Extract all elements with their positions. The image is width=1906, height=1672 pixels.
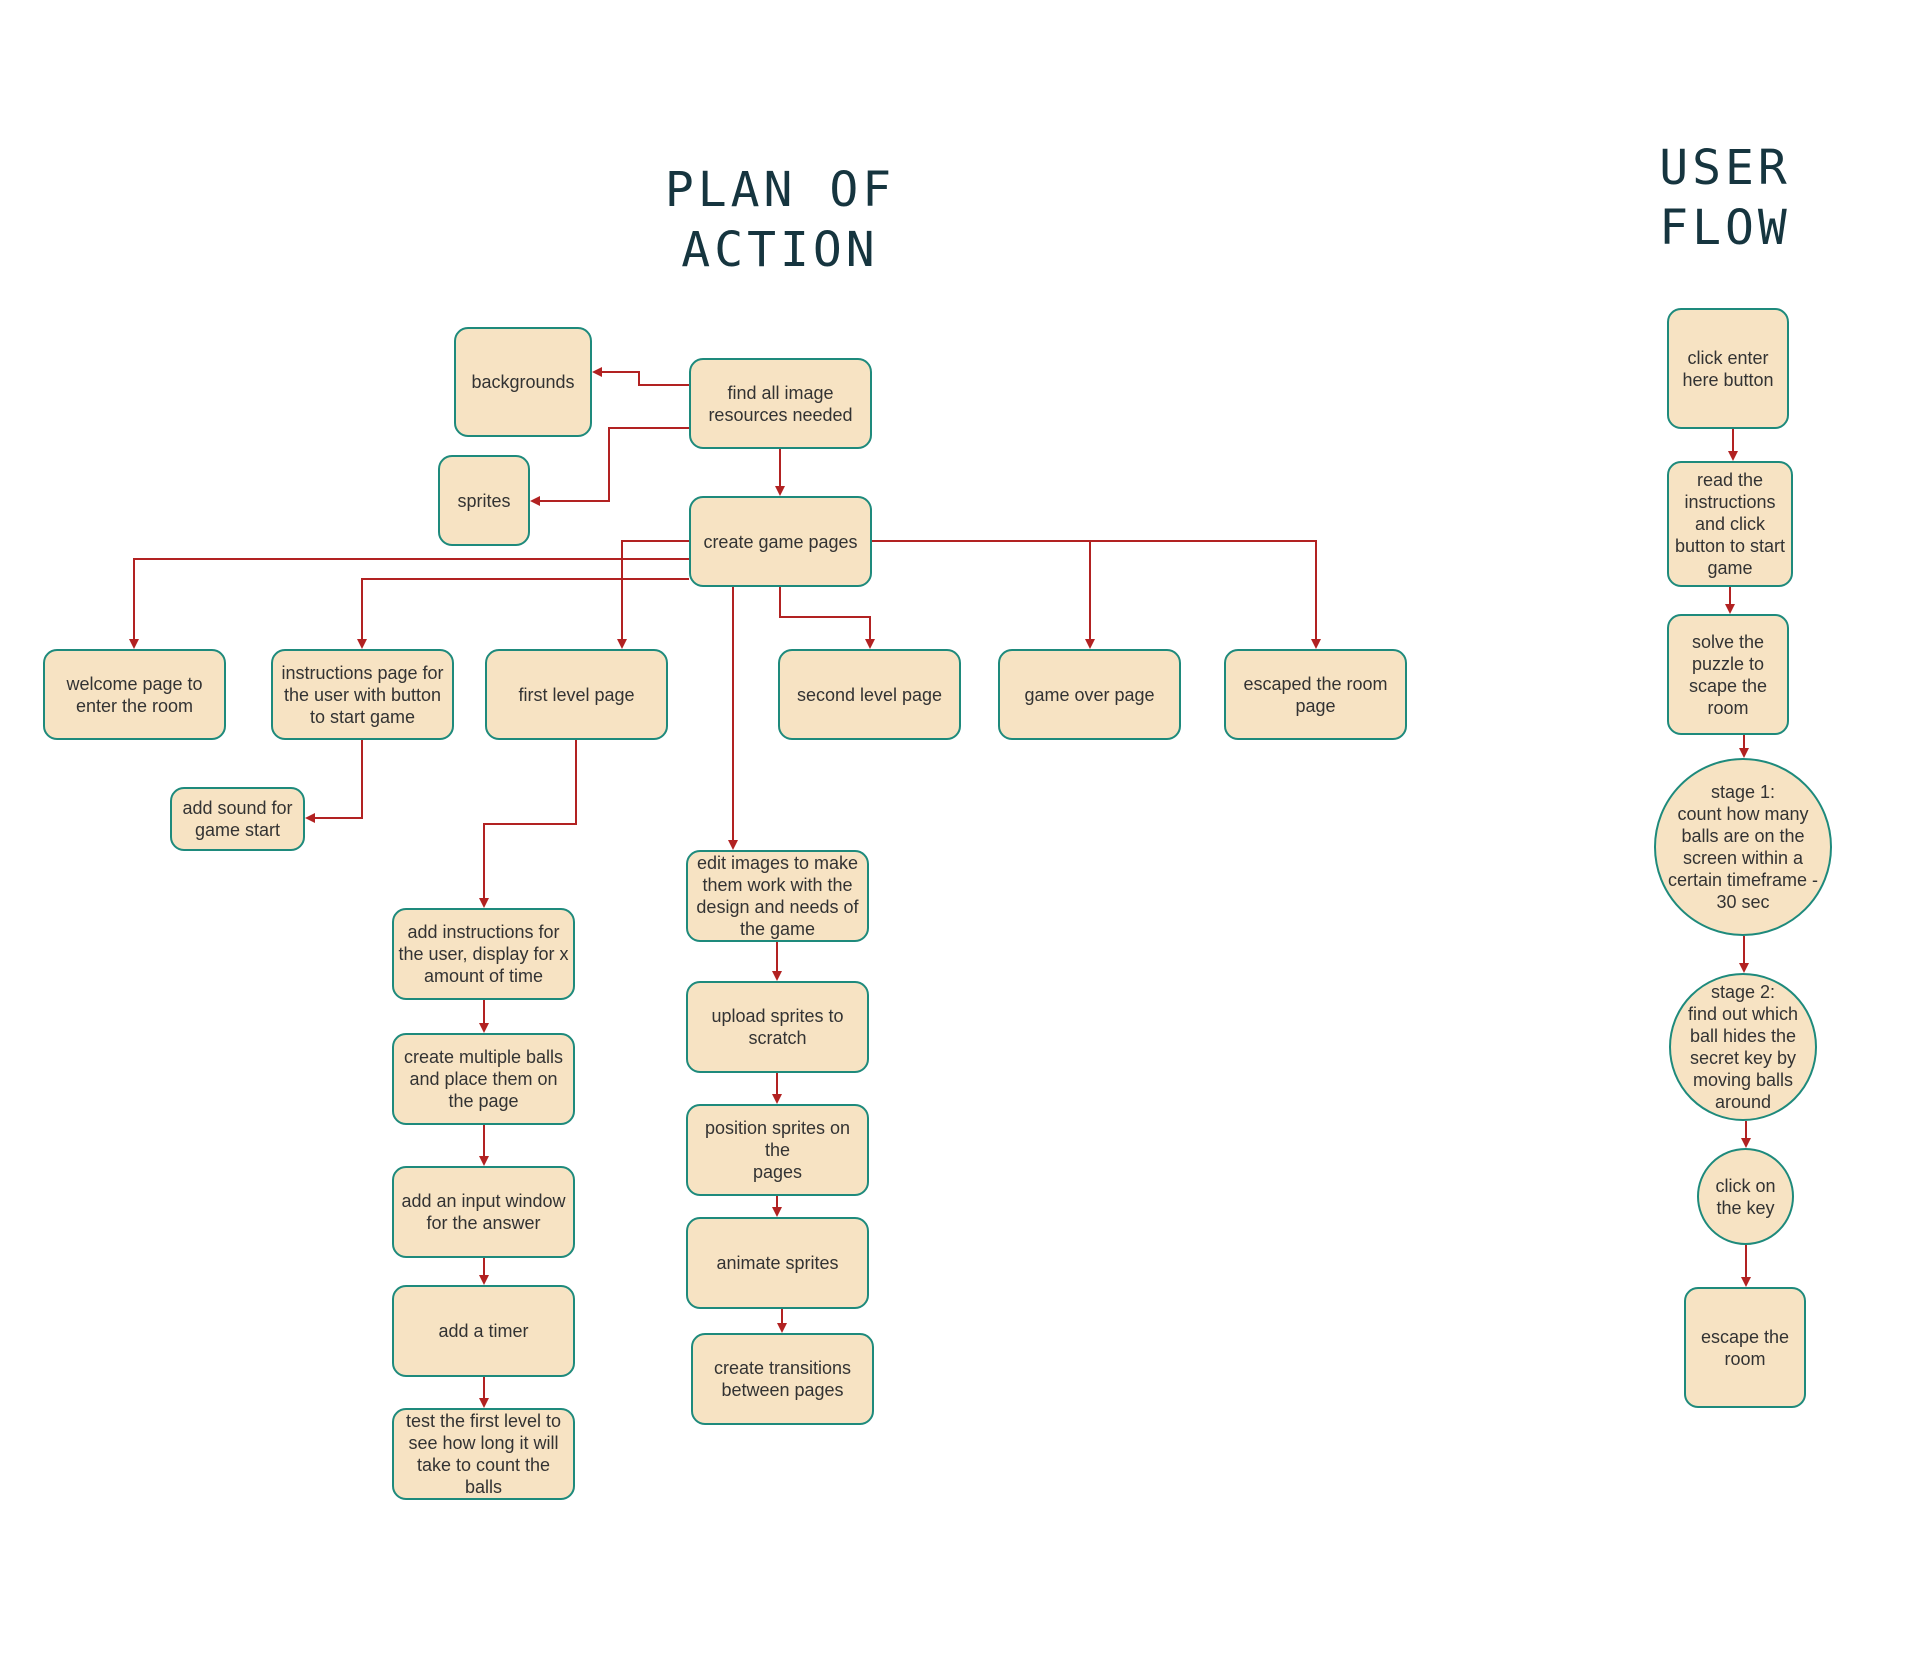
edge-create-to-first-level xyxy=(617,540,689,649)
node-create-balls: create multiple balls and place them on … xyxy=(392,1033,575,1125)
node-upload-sprites: upload sprites to scratch xyxy=(686,981,869,1073)
node-sprites: sprites xyxy=(438,455,530,546)
edge-find-to-sprites xyxy=(530,427,689,506)
node-create-transitions: create transitions between pages xyxy=(691,1333,874,1425)
node-add-input-window: add an input window for the answer xyxy=(392,1166,575,1258)
edge-first-to-add-instructions xyxy=(479,740,577,908)
edge-create-to-game-over xyxy=(872,540,1095,649)
edge-create-to-welcome xyxy=(129,558,689,649)
flow-solve-puzzle: solve the puzzle to scape the room xyxy=(1667,614,1789,735)
node-instructions-page: instructions page for the user with butt… xyxy=(271,649,454,740)
flow-escape-room: escape the room xyxy=(1684,1287,1806,1408)
node-add-sound: add sound for game start xyxy=(170,787,305,851)
edge-find-to-backgrounds xyxy=(592,367,689,386)
edge-create-to-escaped xyxy=(1090,540,1321,649)
node-add-instructions: add instructions for the user, display f… xyxy=(392,908,575,1000)
flow-click-enter-button: click enter here button xyxy=(1667,308,1789,429)
node-test-first-level: test the first level to see how long it … xyxy=(392,1408,575,1500)
node-game-over-page: game over page xyxy=(998,649,1181,740)
node-edit-images: edit images to make them work with the d… xyxy=(686,850,869,942)
plan-of-action-title: PLAN OF ACTION xyxy=(664,162,896,278)
node-escaped-room-page: escaped the room page xyxy=(1224,649,1407,740)
node-position-sprites: position sprites on the pages xyxy=(686,1104,869,1196)
edge-create-to-instructions xyxy=(357,578,689,649)
flow-stage-2: stage 2: find out which ball hides the s… xyxy=(1669,973,1817,1121)
node-second-level-page: second level page xyxy=(778,649,961,740)
node-welcome-page: welcome page to enter the room xyxy=(43,649,226,740)
node-create-game-pages: create game pages xyxy=(689,496,872,587)
user-flow-title: USER FLOW xyxy=(1659,140,1791,256)
node-find-resources: find all image resources needed xyxy=(689,358,872,449)
edge-create-to-second-level xyxy=(779,587,875,649)
node-first-level-page: first level page xyxy=(485,649,668,740)
flow-stage-1: stage 1: count how many balls are on the… xyxy=(1654,758,1832,936)
node-backgrounds: backgrounds xyxy=(454,327,592,437)
flow-click-key: click on the key xyxy=(1697,1148,1794,1245)
node-animate-sprites: animate sprites xyxy=(686,1217,869,1309)
flow-read-instructions: read the instructions and click button t… xyxy=(1667,461,1793,587)
node-add-timer: add a timer xyxy=(392,1285,575,1377)
edge-instructions-to-sound xyxy=(305,740,363,823)
